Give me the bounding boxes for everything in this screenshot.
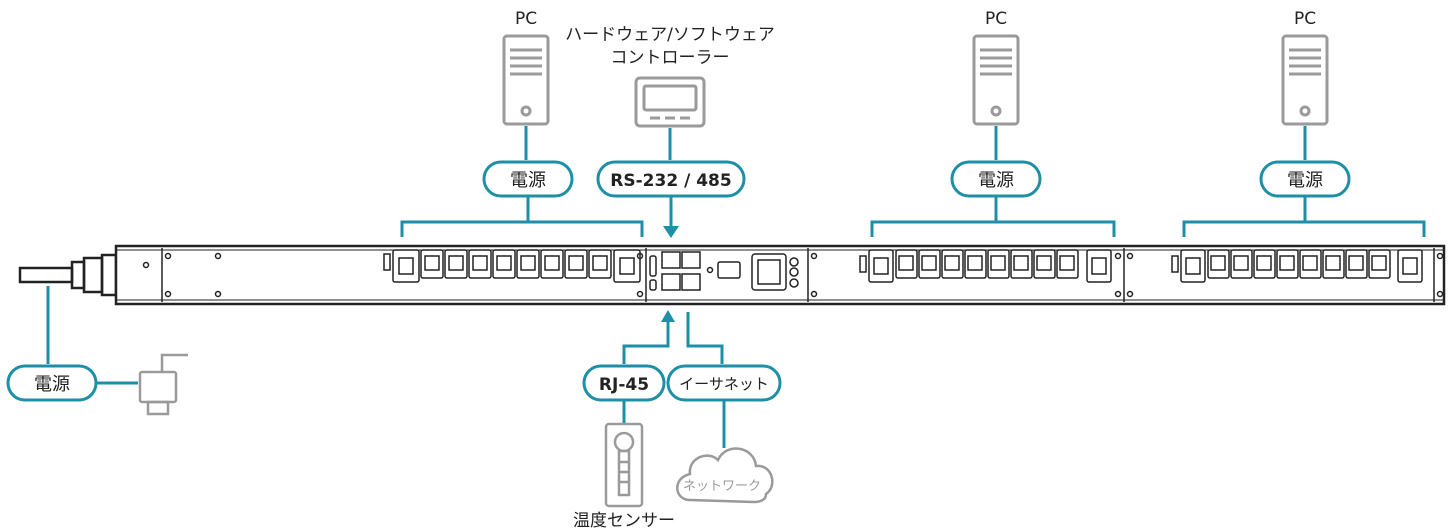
input-power-pill-text: 電源 xyxy=(34,374,70,395)
network-cloud-icon: ネットワーク xyxy=(676,447,774,504)
power-pill-2: 電源 xyxy=(950,160,1042,198)
screws xyxy=(142,252,1444,298)
pc-1: PC xyxy=(502,9,550,160)
pc-2-label: PC xyxy=(985,9,1007,29)
controller-label-line2: コントローラー xyxy=(611,48,730,68)
power-pill-1: 電源 xyxy=(482,160,574,198)
pc-3: PC xyxy=(1281,9,1329,160)
sensor-label: 温度センサー xyxy=(573,511,675,531)
outlet-group-3 xyxy=(1171,249,1423,283)
pc-3-label: PC xyxy=(1294,9,1316,29)
controller-device-icon xyxy=(634,76,706,128)
outlet-brackets xyxy=(400,196,1426,237)
ethernet-branch: イーサネット ネットワーク xyxy=(666,312,782,504)
control-module xyxy=(649,251,799,291)
power-pill-3-text: 電源 xyxy=(1287,170,1323,191)
power-pill-3: 電源 xyxy=(1259,160,1351,198)
outlet-group-2 xyxy=(859,249,1112,283)
rs-pill-text: RS-232 / 485 xyxy=(610,171,731,191)
pc-tower-icon xyxy=(1281,34,1329,126)
pc-1-label: PC xyxy=(515,9,537,29)
rs-pill: RS-232 / 485 xyxy=(596,160,746,198)
controller: ハードウェア/ソフトウェア コントローラー xyxy=(565,25,775,160)
input-power: 電源 xyxy=(6,286,188,416)
rs-arrow xyxy=(663,196,679,238)
power-pill-2-text: 電源 xyxy=(978,170,1014,191)
network-label: ネットワーク xyxy=(683,479,761,494)
rj45-branch: RJ-45 温度センサー xyxy=(573,310,675,531)
pc-2: PC xyxy=(972,9,1020,160)
power-plug-icon xyxy=(18,253,118,297)
temperature-sensor-icon xyxy=(604,422,644,508)
ethernet-pill-text: イーサネット xyxy=(679,375,769,393)
rj45-pill-text: RJ-45 xyxy=(599,375,649,395)
wall-outlet-icon xyxy=(138,353,188,416)
pc-tower-icon xyxy=(502,34,550,126)
pc-tower-icon xyxy=(972,34,1020,126)
outlet-group-1 xyxy=(383,249,641,283)
power-pill-1-text: 電源 xyxy=(510,170,546,191)
controller-label-line1: ハードウェア/ソフトウェア xyxy=(565,25,775,45)
pdu-unit xyxy=(18,244,1446,306)
